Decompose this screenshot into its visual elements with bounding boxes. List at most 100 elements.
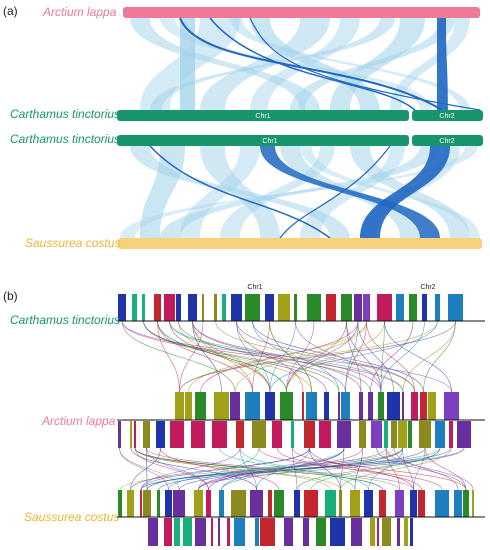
gene-block-arctium-upper — [411, 392, 418, 420]
gene-block-carthamus — [341, 294, 352, 321]
chr1-label-bottom: Chr1 — [262, 138, 277, 145]
gene-block-saussurea-lower — [183, 518, 192, 546]
synteny-link-dark — [209, 17, 416, 111]
carthamus-bottom-chr1-bar — [117, 135, 409, 146]
collinearity-link — [236, 320, 415, 393]
synteny-ribbon — [230, 18, 470, 110]
gene-block-arctium-lower — [384, 421, 388, 448]
synteny-ribbon-dark — [360, 146, 450, 238]
gene-block-saussurea-upper — [206, 490, 211, 517]
collinearity-link — [423, 320, 456, 393]
gene-block-carthamus — [409, 294, 417, 321]
gene-block-arctium-lower — [319, 421, 331, 448]
collinearity-link — [292, 447, 467, 491]
gene-block-arctium-upper — [230, 392, 240, 420]
gene-block-saussurea-upper — [143, 490, 151, 517]
gene-block-arctium-upper — [378, 392, 384, 420]
gene-blocks — [118, 294, 474, 546]
collinearity-link — [215, 320, 415, 393]
collinearity-link — [239, 447, 257, 491]
gene-block-saussurea-upper — [418, 490, 425, 517]
gene-block-saussurea-upper — [435, 490, 449, 517]
collinearity-link — [286, 320, 385, 393]
gene-block-carthamus — [326, 294, 336, 321]
gene-block-arctium-lower — [130, 421, 132, 448]
gene-block-saussurea-upper — [274, 490, 284, 517]
gene-block-carthamus — [231, 294, 242, 321]
gene-block-arctium-lower — [252, 421, 266, 448]
gene-block-arctium-upper — [306, 392, 317, 420]
gene-block-saussurea-lower — [330, 518, 345, 546]
gene-block-saussurea-upper — [294, 490, 300, 517]
gene-block-arctium-lower — [337, 421, 351, 448]
panel-a-label: (a) — [3, 4, 18, 18]
gene-block-saussurea-upper — [127, 490, 134, 517]
collinearity-link — [310, 447, 441, 491]
gene-block-saussurea-lower — [260, 518, 275, 546]
gene-block-arctium-upper — [387, 392, 400, 420]
synteny-ribbon — [140, 146, 185, 238]
collinearity-link — [168, 447, 345, 491]
arctium-chromosome-bar — [123, 7, 480, 18]
collinearity-links — [119, 320, 474, 491]
gene-block-arctium-lower — [419, 421, 431, 448]
species-label-arctium-b: Arctium lappa — [41, 414, 116, 428]
gene-block-carthamus — [422, 294, 427, 321]
gene-block-arctium-upper — [280, 392, 293, 420]
collinearity-link — [402, 320, 456, 393]
gene-block-saussurea-lower — [351, 518, 362, 546]
species-label-carthamus-b: Carthamus tinctorius — [10, 313, 120, 327]
gene-block-arctium-upper — [245, 392, 260, 420]
gene-block-saussurea-lower — [377, 518, 379, 546]
gene-block-saussurea-lower — [397, 518, 400, 546]
gene-block-arctium-lower — [449, 421, 453, 448]
gene-block-saussurea-upper — [173, 490, 185, 517]
collinearity-link — [192, 320, 222, 393]
synteny-ribbon — [300, 146, 480, 238]
gene-block-saussurea-upper — [364, 490, 373, 517]
collinearity-link — [157, 320, 180, 393]
gene-block-saussurea-lower — [234, 518, 245, 546]
gene-block-carthamus — [354, 294, 362, 321]
collinearity-link — [146, 447, 209, 491]
collinearity-link — [269, 320, 312, 393]
panel-b-label: (b) — [3, 289, 18, 303]
collinearity-link — [385, 447, 400, 491]
collinearity-link — [179, 320, 456, 393]
collinearity-link — [366, 320, 415, 393]
collinearity-link — [234, 320, 367, 393]
gene-block-saussurea-lower — [410, 518, 413, 546]
collinearity-link — [402, 447, 414, 491]
gene-block-arctium-lower — [191, 421, 205, 448]
gene-block-saussurea-upper — [339, 490, 342, 517]
collinearity-link — [143, 320, 340, 393]
collinearity-link — [346, 320, 382, 393]
gene-block-arctium-upper — [341, 392, 350, 420]
collinearity-link — [413, 447, 426, 491]
gene-block-saussurea-lower — [255, 518, 259, 546]
species-label-carthamus-a-top: Carthamus tinctorius — [10, 107, 120, 121]
collinearity-link — [236, 320, 271, 393]
collinearity-link — [143, 320, 312, 393]
gene-block-arctium-lower — [408, 421, 412, 448]
gene-block-arctium-lower — [212, 421, 227, 448]
synteny-ribbon — [140, 18, 240, 110]
gene-block-arctium-upper — [420, 392, 427, 420]
gene-block-arctium-lower — [118, 421, 121, 448]
collinearity-link — [134, 447, 209, 491]
synteny-ribbon-dark — [260, 146, 440, 238]
gene-block-arctium-upper — [402, 392, 404, 420]
synteny-ribbon — [130, 18, 320, 110]
gene-block-saussurea-upper — [194, 490, 203, 517]
gene-block-arctium-upper — [195, 392, 206, 420]
collinearity-link — [221, 447, 403, 491]
collinearity-link — [140, 447, 241, 491]
collinearity-link — [424, 447, 467, 491]
synteny-ribbon — [250, 18, 360, 110]
gene-block-carthamus — [188, 294, 197, 321]
gene-block-carthamus — [202, 294, 204, 321]
gene-block-carthamus — [245, 294, 260, 321]
gene-block-saussurea-lower — [303, 518, 309, 546]
collinearity-link — [368, 447, 403, 491]
collinearity-link — [252, 320, 340, 393]
